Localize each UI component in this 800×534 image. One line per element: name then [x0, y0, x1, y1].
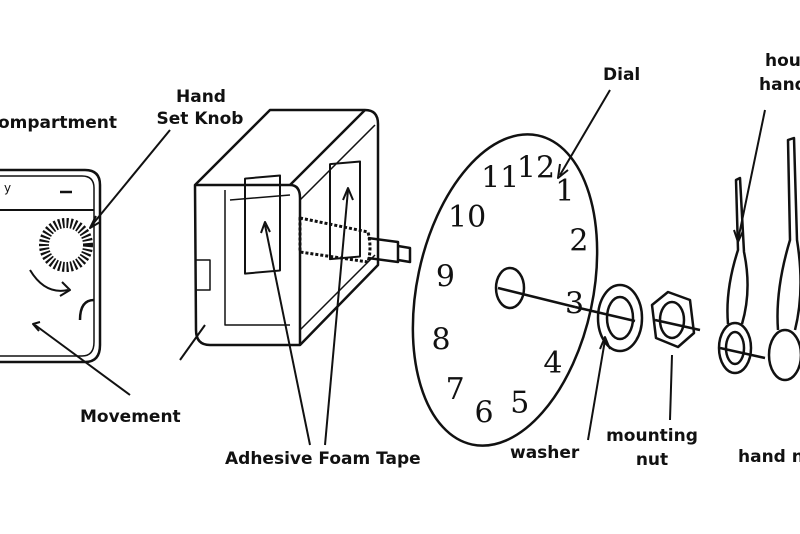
- label-hand-nut: hand n: [738, 447, 800, 467]
- label-hour-hand-line2: hand: [759, 75, 800, 95]
- movement-back: y: [0, 168, 102, 364]
- label-hour-hand-line1: hou: [765, 51, 800, 71]
- label-mounting-nut-line1: mounting: [606, 426, 698, 446]
- dial-numeral-6: 6: [474, 395, 493, 430]
- svg-text:y: y: [4, 181, 11, 195]
- label-mounting-nut-line2: nut: [635, 450, 669, 470]
- label-hand-set-knob-line2: Set Knob: [156, 109, 244, 129]
- label-compartment: ompartment: [0, 113, 118, 133]
- dial-numeral-10: 10: [448, 200, 486, 235]
- dial-numeral-5: 5: [510, 386, 529, 421]
- leader-lines: [32, 89, 766, 446]
- label-washer: washer: [510, 443, 580, 463]
- label-movement: Movement: [80, 407, 181, 427]
- dial-numeral-4: 4: [543, 346, 562, 381]
- hour-hand: [717, 176, 766, 375]
- hand-set-knob-icon: [39, 218, 93, 272]
- dial-numeral-11: 11: [481, 160, 519, 195]
- label-hand-set-knob-line1: Hand: [176, 87, 226, 107]
- dial-numeral-8: 8: [432, 322, 451, 357]
- dial-numeral-7: 7: [446, 372, 465, 407]
- minute-hand: [767, 136, 800, 382]
- dial-numeral-2: 2: [569, 224, 588, 259]
- dial-numeral-3: 3: [565, 287, 584, 322]
- mounting-nut: [650, 290, 701, 349]
- dial-numeral-12: 12: [517, 151, 555, 186]
- label-dial: Dial: [603, 65, 641, 85]
- shaft: [298, 216, 412, 264]
- dial-numeral-9: 9: [436, 259, 455, 294]
- washer: [574, 283, 644, 353]
- dial-numeral-1: 1: [555, 174, 574, 209]
- label-adhesive-foam-tape: Adhesive Foam Tape: [225, 449, 421, 469]
